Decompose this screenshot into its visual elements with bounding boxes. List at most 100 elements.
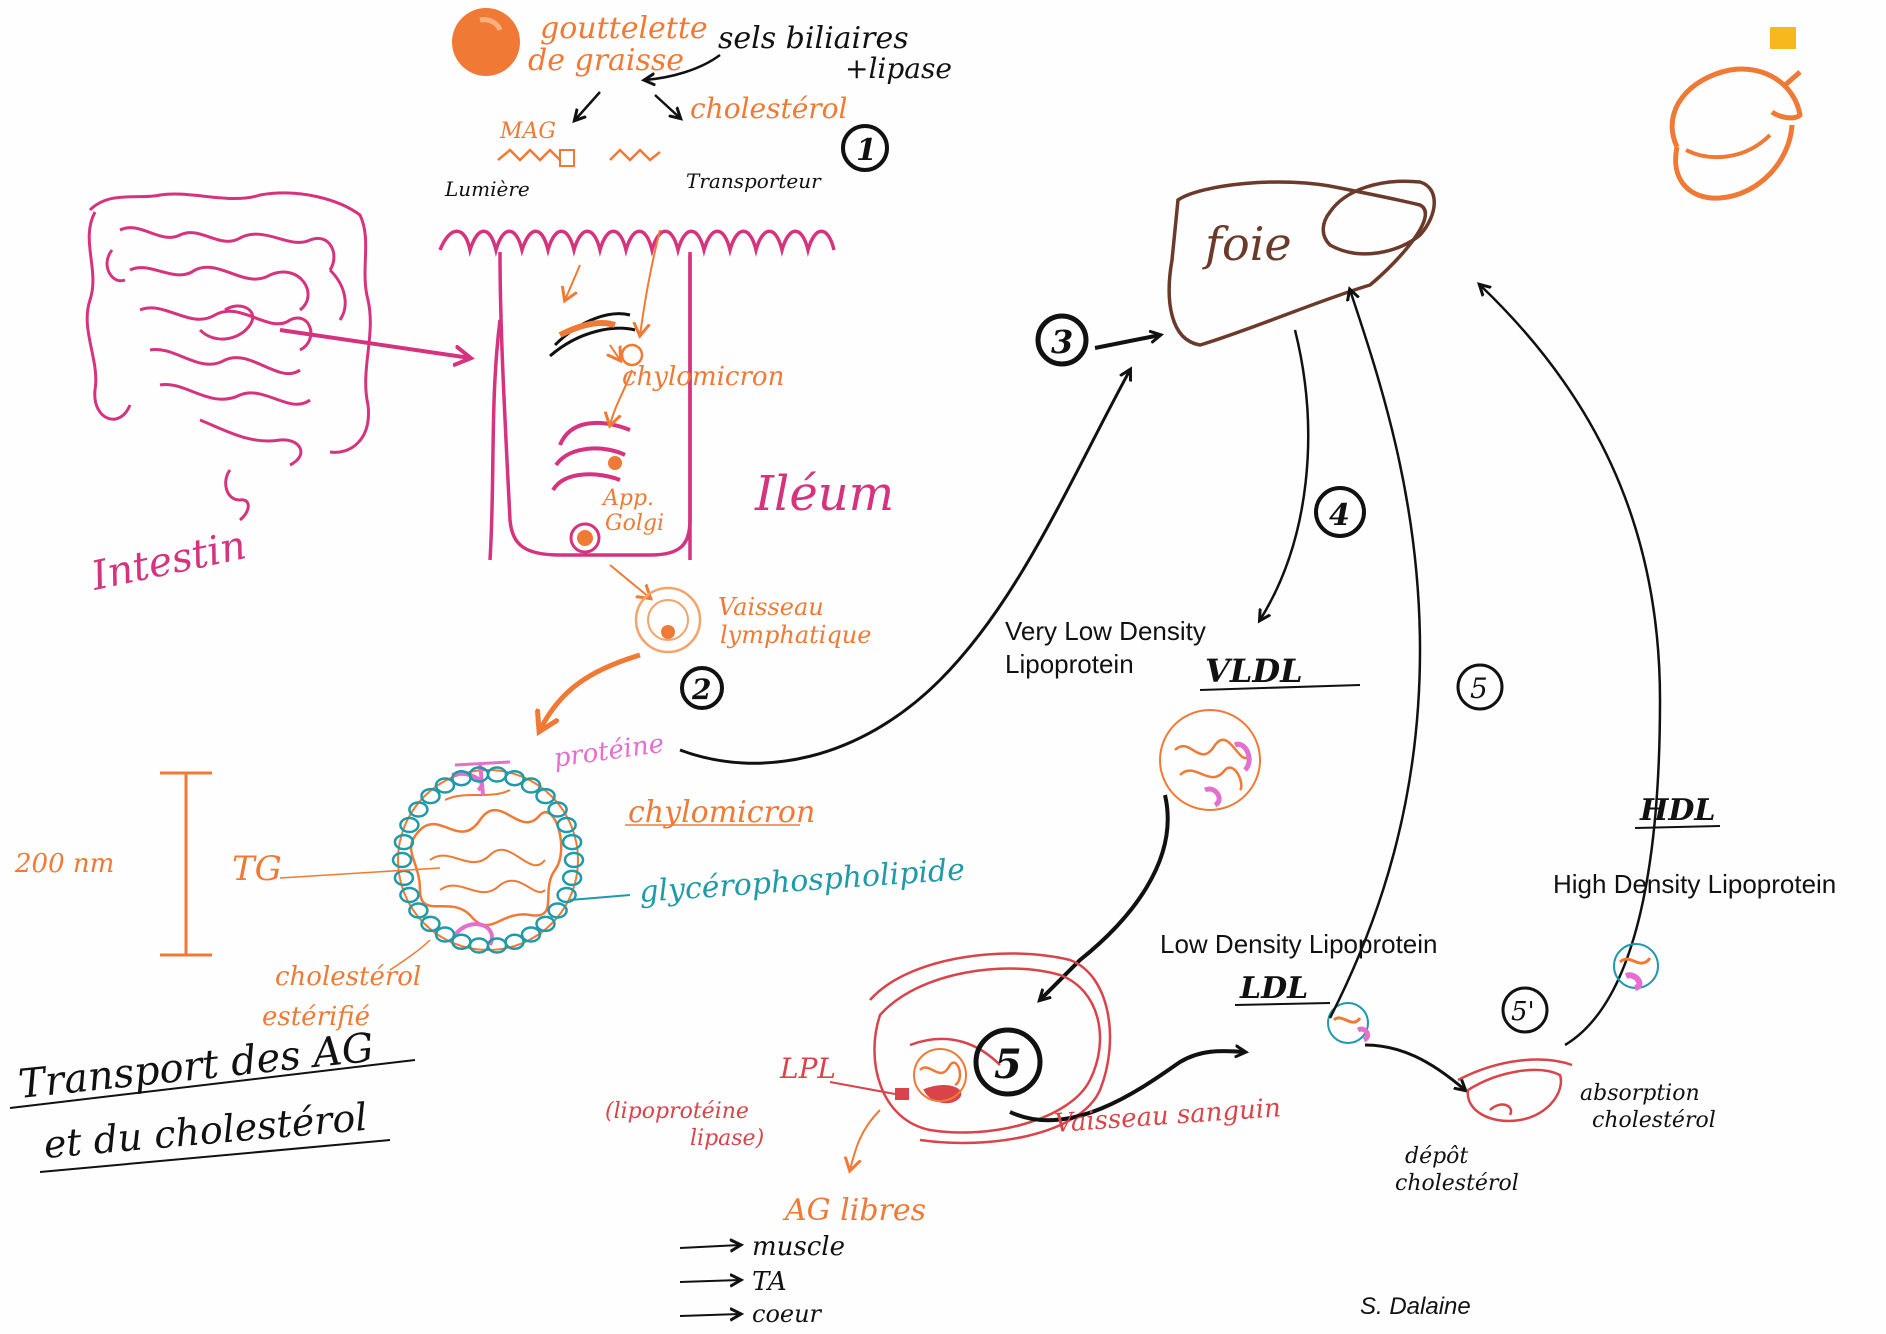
arrow-to-lymph (609, 564, 650, 598)
chylomicron-surface (391, 766, 585, 954)
vldl-underline (1199, 684, 1361, 691)
mag-box (559, 149, 575, 167)
arrow-hdl-to-liver (1480, 285, 1662, 1047)
phospholipid-head (547, 801, 568, 818)
title-underline-2 (39, 1139, 391, 1173)
label-foie: foie (1202, 217, 1292, 271)
hdl-underline (1634, 825, 1721, 829)
step-5-prime: 5' (1511, 997, 1535, 1027)
step-5-right-circle (1456, 663, 1504, 711)
phospholipid-head (561, 833, 583, 851)
step-4: 4 (1329, 498, 1350, 533)
acorn-icon (1669, 27, 1803, 201)
arrow-ag-in (565, 264, 581, 300)
phospholipid-head (535, 787, 556, 805)
label-lipase: +lipase (845, 52, 952, 85)
fatty-acid-squiggle (497, 148, 561, 162)
label-hdl: HDL (1639, 793, 1715, 828)
scale-bar (160, 771, 212, 957)
label-depot-2: cholestérol (1395, 1171, 1519, 1196)
arrow-muscle (679, 1245, 740, 1248)
vldl-particle (1159, 709, 1261, 811)
phospholipid-head (408, 902, 429, 919)
label-chol-est-1: cholestérol (275, 962, 421, 992)
lymph-vessel-drawing (634, 586, 702, 654)
hdl-particle (1613, 943, 1659, 991)
phospholipid-head (393, 869, 415, 887)
label-chylomicron: chylomicron (628, 795, 815, 830)
label-ag-libres: AG libres (782, 1193, 926, 1228)
arrow-liver-to-vldl (1260, 329, 1310, 620)
phospholipid-head (434, 777, 456, 794)
glycero-pointer (569, 894, 631, 901)
label-proteine: protéine (552, 729, 666, 774)
peripheral-cell (1457, 1058, 1573, 1123)
arrow-chol (654, 94, 680, 118)
vldl-at-lpl (895, 1048, 967, 1102)
step-2: 2 (691, 673, 711, 706)
phospholipid-head (420, 787, 441, 805)
label-ta: TA (752, 1267, 787, 1297)
label-vldl-full-line2: Lipoprotein (1005, 648, 1134, 679)
arrow-bile (645, 53, 721, 80)
phospholipid-head (408, 801, 429, 818)
label-absorption-1: absorption (1580, 1081, 1700, 1106)
label-glycero: glycérophospholipide (638, 852, 966, 910)
step-5-center-circle (973, 1027, 1043, 1097)
phospholipid-head (420, 915, 441, 933)
label-mag: MAG (499, 119, 556, 144)
arrow-mag (575, 91, 601, 120)
chol-est-pointer (389, 939, 431, 971)
label-absorption-2: cholestérol (1592, 1108, 1716, 1133)
label-depot-1: dépôt (1405, 1144, 1468, 1169)
phospholipid-head (504, 769, 525, 787)
label-cholesterol-top: cholestérol (690, 92, 848, 125)
phospholipid-head (547, 902, 568, 919)
golgi-drawing (549, 312, 644, 554)
phospholipid-head (556, 886, 577, 904)
fat-droplet (452, 8, 520, 76)
label-size: 200 nm (14, 849, 114, 879)
label-intestin: Intestin (87, 522, 251, 600)
arrow-chol-in (640, 229, 661, 335)
intestine-drawing (85, 191, 372, 522)
label-muscle: muscle (752, 1232, 845, 1262)
phospholipid-head (520, 777, 542, 794)
label-gouttelette: gouttelette (540, 11, 708, 46)
arrow-vldl-to-vessel (1040, 794, 1170, 1000)
step-2-circle (680, 666, 724, 710)
step-3-circle (1035, 313, 1089, 367)
step-5-prime-circle (1501, 986, 1549, 1034)
fatty-acid-squiggle-2 (609, 148, 661, 162)
arrow-to-golgi (610, 369, 633, 425)
label-sels-biliaires: sels biliaires (718, 21, 909, 56)
phospholipid-head (391, 851, 413, 869)
phospholipid-head (556, 816, 577, 834)
phospholipid-head (393, 833, 415, 851)
arrow-to-ag-libres (850, 1109, 881, 1170)
label-chylomicron-cell: chylomicron (622, 362, 784, 392)
phospholipid-head (535, 915, 556, 933)
phospholipid-head (399, 886, 420, 904)
label-vldl-full-line1: Very Low Density (1005, 616, 1206, 646)
chylomicron-drawing (397, 760, 579, 951)
label-ileum: Iléum (754, 466, 894, 522)
label-vaisseau-2: lymphatique (720, 621, 871, 649)
phospholipid-head (399, 816, 420, 834)
arrow-vessel-to-ldl (1009, 1051, 1245, 1123)
phospholipid-head (563, 851, 585, 869)
arrow-lymph-to-chylomicron (540, 652, 641, 730)
label-tg: TG (232, 849, 282, 889)
ldl-underline (1234, 1002, 1331, 1006)
arrow-to-chylo (610, 344, 620, 360)
arrow-chylomicron-to-liver (679, 370, 1130, 765)
label-vaisseau-1: Vaisseau (718, 593, 824, 621)
label-vldl-full: Very Low Density Lipoprotein (1005, 615, 1206, 680)
arrow-intestine-to-ileum (279, 328, 470, 358)
label-hdl-full: High Density Lipoprotein (1553, 869, 1837, 899)
arrow-ldl-to-liver (1328, 290, 1422, 1019)
arrow-ta (679, 1280, 740, 1282)
lpl-pointer (829, 1081, 896, 1095)
label-chol-est-2: estérifié (262, 1002, 370, 1032)
